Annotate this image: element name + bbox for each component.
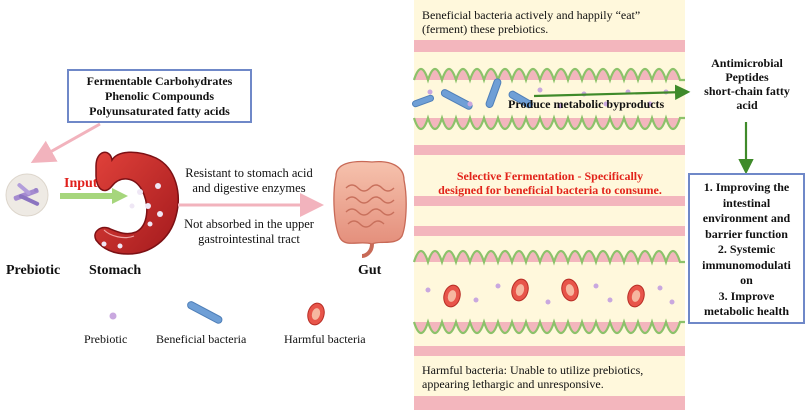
resistant-note-line-2: and digestive enzymes — [192, 181, 306, 195]
benefit-line-9: metabolic health — [704, 304, 789, 318]
legend-prebiotic-label: Prebiotic — [84, 332, 128, 346]
top-caption-line-1: Beneficial bacteria actively and happily… — [422, 8, 641, 22]
resistant-note: Resistant to stomach acid and digestive … — [174, 166, 324, 196]
legend-harmful-cell — [307, 302, 325, 326]
benefit-line-4: barrier function — [705, 226, 788, 241]
legend-prebiotic-dot — [109, 312, 117, 320]
prebiotic-icon — [5, 173, 49, 217]
metabolite-line-1: Antimicrobial — [711, 56, 783, 70]
metabolites-label: Antimicrobial Peptides short-chain fatty… — [688, 56, 806, 112]
benefit-line-2: intestinal — [722, 195, 771, 210]
stomach-label: Stomach — [89, 263, 142, 278]
prebiotic-label: Prebiotic — [6, 263, 61, 278]
benefit-line-5: 2. Systemic — [717, 242, 776, 256]
resistant-note-line-1: Resistant to stomach acid — [185, 166, 313, 180]
source-to-prebiotic-arrow — [30, 122, 101, 163]
prebiotic-dots-top — [427, 87, 669, 109]
source-line-1: Fermentable Carbohydrates — [86, 74, 233, 88]
metabolite-line-3: short-chain fatty — [704, 84, 790, 98]
selective-fermentation-caption: Selective Fermentation - Specifically de… — [416, 169, 684, 197]
stomach-illustration — [94, 151, 179, 255]
legend-harmful-label: Harmful bacteria — [284, 332, 366, 346]
metabolite-line-2: Peptides — [725, 70, 769, 84]
legend-beneficial-rod — [187, 301, 223, 324]
benefit-line-3: environment and — [702, 211, 791, 225]
harmful-bacteria-group — [443, 278, 645, 308]
byproducts-arrow — [533, 84, 691, 100]
not-absorbed-line-1: Not absorbed in the upper — [184, 217, 314, 231]
benefit-line-8: 3. Improve — [718, 288, 775, 303]
source-line-2: Phenolic Compounds — [104, 89, 215, 103]
benefit-line-7: on — [740, 273, 753, 287]
bottom-caption: Harmful bacteria: Unable to utilize preb… — [422, 363, 684, 391]
bottom-caption-line-1: Harmful bacteria: Unable to utilize preb… — [422, 363, 644, 377]
intestine-panel — [412, 0, 685, 410]
health-benefits-box: 1. Improving the intestinal environment … — [688, 173, 805, 324]
top-caption: Beneficial bacteria actively and happily… — [422, 8, 682, 36]
bottom-caption-line-2: appearing lethargic and unresponsive. — [422, 377, 604, 391]
beneficial-bacteria-group — [411, 78, 533, 110]
benefit-line-1: 1. Improving the — [703, 180, 790, 194]
prebiotic-dots-bottom — [425, 283, 675, 305]
byproducts-label: Produce metabolic byproducts — [508, 97, 665, 111]
gut-label: Gut — [358, 263, 382, 278]
gut-illustration — [333, 160, 407, 258]
input-label: Input — [64, 176, 98, 191]
middle-caption-line-2: designed for beneficial bacteria to cons… — [438, 183, 662, 197]
not-absorbed-note: Not absorbed in the upper gastrointestin… — [174, 217, 324, 247]
benefit-line-6: immunomodulati — [702, 257, 791, 272]
source-line-3: Polyunsaturated fatty acids — [89, 104, 230, 118]
top-caption-line-2: (ferment) these prebiotics. — [422, 22, 549, 36]
prebiotic-sources-box: Fermentable Carbohydrates Phenolic Compo… — [67, 69, 252, 123]
not-absorbed-line-2: gastrointestinal tract — [198, 232, 300, 246]
middle-caption-line-1: Selective Fermentation - Specifically — [456, 169, 644, 183]
legend-beneficial-label: Beneficial bacteria — [156, 332, 247, 346]
metabolite-line-4: acid — [736, 98, 758, 112]
